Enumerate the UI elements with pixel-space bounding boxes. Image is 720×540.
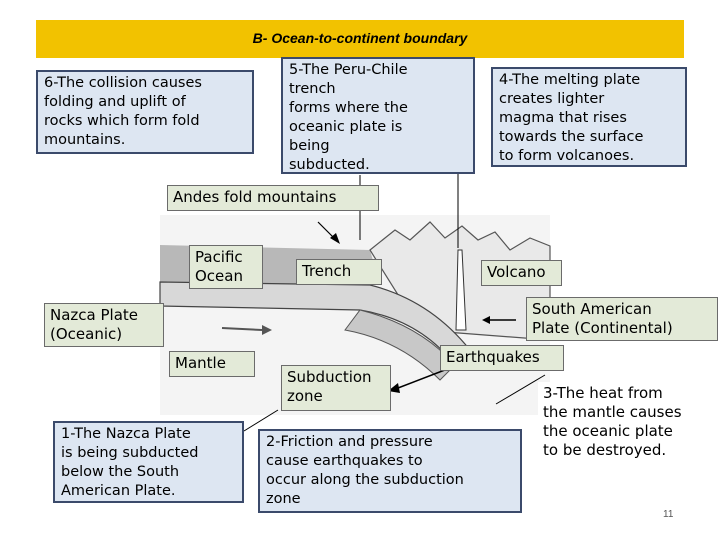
mantle-label: Mantle [169,351,255,377]
andes-pointer-head [330,233,340,244]
slide-title: B- Ocean-to-continent boundary [252,30,468,46]
volcano-label: Volcano [481,260,562,286]
nazca-plate-label: Nazca Plate (Oceanic) [44,303,164,347]
plate-motion-arrowhead [262,325,272,335]
magma-column [455,249,467,331]
heat-pointer [495,374,546,405]
trench-box: 5-The Peru-Chile trench forms where the … [281,57,475,174]
pacific-label: Pacific Ocean [189,245,263,289]
south-american-label: South American Plate (Continental) [526,297,718,341]
melting-box: 4-The melting plate creates lighter magm… [491,67,687,167]
earthquake-pointer-head [388,383,400,393]
title-bar: B- Ocean-to-continent boundary [36,20,684,58]
earthquake-pointer [397,367,451,389]
page-number: 11 [663,509,674,520]
nazca-box: 1-The Nazca Plate is being subducted bel… [53,421,244,503]
trench-label: Trench [296,259,382,285]
nazca-pointer [243,409,279,432]
heat-text: 3-The heat from the mantle causes the oc… [538,382,716,462]
subduction-label: Subduction zone [281,365,391,411]
plate-motion-arrow [221,327,263,331]
collision-box: 6-The collision causes folding and uplif… [36,70,254,154]
continent-motion-arrowhead [482,316,490,324]
friction-box: 2-Friction and pressure cause earthquake… [258,429,522,513]
andes-label: Andes fold mountains [167,185,379,211]
earthquakes-label: Earthquakes [440,345,564,371]
subducting-slab [344,309,456,381]
